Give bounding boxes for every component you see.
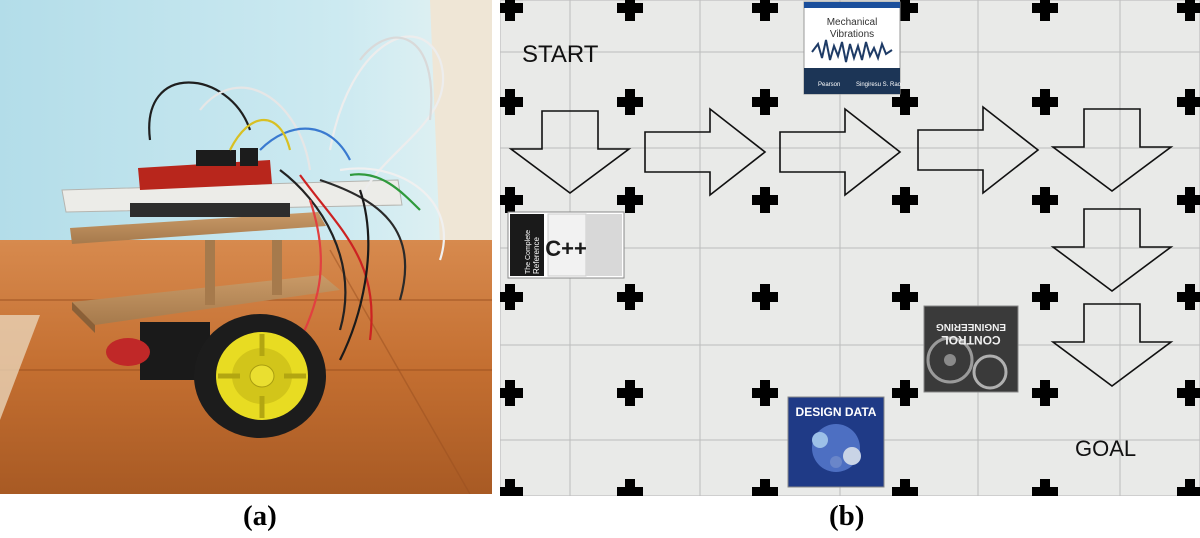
grid-marker (617, 479, 643, 496)
path-arrow-down (1050, 303, 1174, 387)
control-title-line1: CONTROL (941, 333, 1000, 347)
cpp-title: C++ (545, 236, 587, 261)
book-mechanical-vibrations: Mechanical Vibrations Pearson Singiresu … (803, 1, 902, 95)
grid-marker (617, 187, 643, 213)
grid-marker (500, 479, 523, 496)
vibrations-title-line1: Mechanical (827, 17, 878, 28)
grid-marker (892, 284, 918, 310)
vibrations-author: Singiresu S. Rao (856, 82, 902, 88)
grid-markers (500, 0, 1200, 496)
wall-corner (430, 0, 492, 250)
grid-marker (892, 89, 918, 115)
grid-marker (500, 187, 523, 213)
path-arrow-down (1050, 208, 1174, 292)
middle-plate (70, 212, 326, 244)
vibrations-publisher: Pearson (818, 82, 840, 88)
grid-marker (892, 0, 918, 21)
grid-marker (500, 89, 523, 115)
grid-marker (892, 187, 918, 213)
grid-marker (752, 479, 778, 496)
grid-marker (1032, 479, 1058, 496)
book-control-engineering: CONTROL ENGINEERING (923, 305, 1019, 393)
path-arrow-right (917, 105, 1040, 195)
grid-marker (500, 0, 523, 21)
start-label: START (522, 41, 599, 68)
path-arrow-right (779, 107, 902, 197)
grid-marker (1032, 187, 1058, 213)
grid-marker (500, 380, 523, 406)
grid-marker (617, 0, 643, 21)
path-arrow-down (1050, 108, 1174, 192)
wheel (194, 314, 326, 438)
path-arrows (508, 105, 1174, 387)
grid-marker (617, 89, 643, 115)
grid-marker (752, 284, 778, 310)
vibrations-title-line2: Vibrations (830, 29, 874, 40)
grid-marker (1032, 0, 1058, 21)
path-arrow-down (508, 110, 632, 194)
grid-marker (892, 380, 918, 406)
grid-marker (617, 284, 643, 310)
floor-light-patch (0, 315, 40, 420)
caption-b: (b) (829, 500, 865, 532)
grid-marker (1177, 479, 1200, 496)
cpp-subtitle-line2: Complete (525, 230, 532, 260)
cpp-subtitle-line1: The (525, 262, 532, 274)
grid-marker (1177, 187, 1200, 213)
grid-marker (1177, 0, 1200, 21)
wires (148, 35, 446, 361)
grid-marker (892, 479, 918, 496)
caster-wheel (106, 338, 150, 366)
grid-marker (617, 380, 643, 406)
book-design-data: DESIGN DATA (787, 396, 885, 488)
grid-marker (752, 89, 778, 115)
caption-a: (a) (243, 500, 277, 532)
robot-illustration (0, 0, 492, 494)
book-cpp-complete-reference: C++ The Complete Reference (507, 211, 625, 279)
grid-arena-photo: START GOAL Mechanical Vibrations Pearson… (500, 0, 1200, 496)
grid-marker (500, 284, 523, 310)
arduino-board (138, 160, 272, 190)
cpp-subtitle-line3: Reference (532, 237, 541, 274)
control-title-line2: ENGINEERING (936, 321, 1006, 332)
grid-marker (1032, 89, 1058, 115)
grid-marker (752, 187, 778, 213)
grid-marker (752, 380, 778, 406)
grid-marker (1177, 380, 1200, 406)
robot-photo (0, 0, 492, 494)
grid-marker (1032, 284, 1058, 310)
path-arrow-right (644, 107, 767, 197)
grid-marker (1177, 284, 1200, 310)
grid-marker (1177, 89, 1200, 115)
design-title: DESIGN DATA (796, 405, 877, 419)
grid-marker (752, 0, 778, 21)
grid-arena: START GOAL Mechanical Vibrations Pearson… (500, 0, 1200, 496)
grid-marker (1032, 380, 1058, 406)
goal-label: GOAL (1075, 436, 1136, 461)
